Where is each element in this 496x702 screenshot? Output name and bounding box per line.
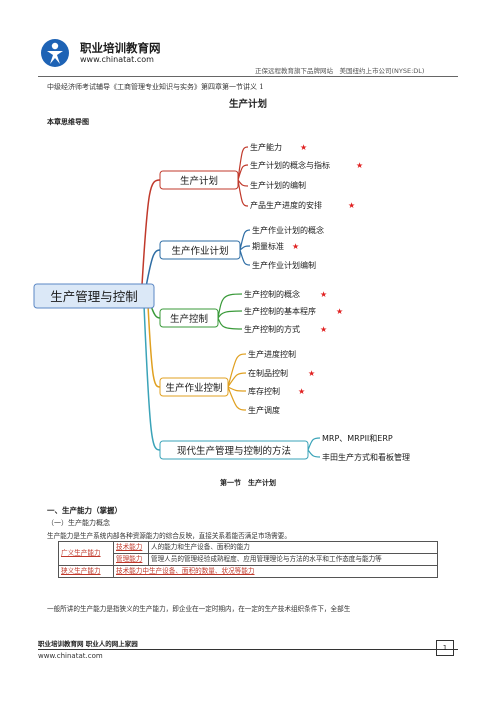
branch-label: 现代生产管理与控制的方法: [177, 445, 291, 457]
leaf-connectors-2: [239, 229, 251, 266]
leaf-label: 期量标准: [252, 241, 284, 251]
leaf-group-2: 生产作业计划的概念 期量标准 ★ 生产作业计划编制: [252, 225, 324, 270]
star-icon: ★: [292, 242, 299, 251]
leaf-group-3: 生产控制的概念 ★ 生产控制的基本程序 ★ 生产控制的方式 ★: [244, 289, 343, 334]
header-tagline: 正保远程教育旗下品牌网站 美国纽约上市公司(NYSE:DL): [255, 67, 425, 75]
leaf-label: 丰田生产方式和看板管理: [322, 452, 410, 462]
branch-connector: [145, 249, 161, 288]
branch-connector: [143, 304, 161, 451]
section-heading: 第一节 生产计划: [220, 479, 276, 487]
page-number: 1: [436, 640, 454, 656]
leaf-label: 库存控制: [248, 386, 280, 396]
star-icon: ★: [308, 369, 315, 378]
leaf-label: 生产控制的概念: [244, 289, 300, 299]
table-cell-mgmt-label: 管理能力: [113, 552, 149, 566]
leaf-group-4: 生产进度控制 在制品控制 ★ 库存控制 ★ 生产调度: [248, 349, 315, 415]
star-icon: ★: [300, 143, 307, 152]
table-row: 广义生产能力 技术能力 人的能力和生产设备、面积的能力: [58, 541, 438, 566]
doc-subtitle: 中级经济师考试辅导《工商管理专业知识与实务》第四章第一节讲义 1: [47, 83, 264, 91]
star-icon: ★: [336, 307, 343, 316]
table-row: 狭义生产能力 技术能力中生产设备、面积的数量、状况等能力: [58, 564, 438, 578]
leaf-connectors-5: [307, 437, 321, 458]
mindmap-heading: 本章思维导图: [47, 118, 89, 126]
branch-node-5: 现代生产管理与控制的方法: [159, 440, 309, 460]
star-icon: ★: [320, 290, 327, 299]
leaf-label: 生产作业计划的概念: [252, 225, 324, 235]
branch-connector: [147, 304, 161, 388]
capacity-table: 广义生产能力 技术能力 人的能力和生产设备、面积的能力 管理能力 管理人员的管理…: [58, 541, 438, 578]
leaf-label: 生产调度: [248, 405, 280, 415]
logo-icon: [41, 39, 69, 67]
site-url: www.chinatat.com: [80, 55, 154, 64]
star-icon: ★: [348, 201, 355, 210]
branch-label: 生产计划: [180, 175, 218, 187]
table-cell-narrow: 狭义生产能力: [58, 564, 114, 578]
header-divider: [38, 76, 458, 77]
leaf-label: 产品生产进度的安排: [250, 200, 322, 210]
footer-url: www.chinatat.com: [38, 652, 103, 660]
branch-node-2: 生产作业计划: [159, 240, 241, 260]
star-icon: ★: [356, 161, 363, 170]
heading-level-2: （一）生产能力概念: [47, 519, 110, 527]
footer-slogan: 职业培训教育网 职业人的网上家园: [38, 640, 138, 648]
table-cell-narrow-desc: 技术能力中生产设备、面积的数量、状况等能力: [113, 564, 438, 578]
leaf-label: 生产控制的基本程序: [244, 306, 316, 316]
root-node: 生产管理与控制: [33, 283, 155, 309]
branch-label: 生产控制: [170, 313, 208, 325]
mind-map: 生产管理与控制 生产计划 生产能力 ★ 生产计划的概念与指标 ★ 生产计划的编制…: [33, 142, 410, 462]
leaf-label: MRP、MRPII和ERP: [322, 434, 393, 443]
paragraph: 生产能力是生产系统内部各种资源能力的综合反映，直接关系着能否满足市场需要。: [47, 532, 291, 540]
paragraph: 一般所讲的生产能力是指狭义的生产能力，即企业在一定时期内，在一定的生产技术组织条…: [47, 605, 351, 613]
root-label: 生产管理与控制: [50, 289, 138, 304]
branch-label: 生产作业控制: [165, 382, 222, 394]
branch-node-3: 生产控制: [159, 308, 219, 328]
branch-node-4: 生产作业控制: [159, 377, 229, 397]
footer-divider: [38, 649, 458, 650]
table-cell-mgmt-desc: 管理人员的管理经验成熟程度、应用管理理论与方法的水平和工作态度与能力等: [148, 552, 438, 566]
leaf-group-1: 生产能力 ★ 生产计划的概念与指标 ★ 生产计划的编制 产品生产进度的安排 ★: [250, 142, 363, 210]
branch-connector: [141, 179, 161, 286]
branch-label: 生产作业计划: [171, 245, 228, 257]
leaf-label: 生产作业计划编制: [252, 260, 316, 270]
leaf-connectors-1: [237, 146, 249, 207]
leaf-connectors-4: [227, 353, 247, 411]
leaf-connectors-3: [217, 293, 243, 330]
branch-node-1: 生产计划: [159, 170, 239, 190]
table-cell-tech-label: 技术能力: [113, 541, 149, 554]
table-cell-broad: 广义生产能力: [58, 541, 114, 566]
site-name: 职业培训教育网: [80, 41, 161, 55]
leaf-label: 生产进度控制: [248, 349, 296, 359]
leaf-label: 生产能力: [250, 142, 282, 152]
leaf-label: 在制品控制: [248, 368, 288, 378]
leaf-label: 生产计划的编制: [250, 180, 306, 190]
heading-level-1: 一、生产能力（掌握）: [47, 506, 122, 515]
leaf-label: 生产控制的方式: [244, 324, 300, 334]
table-cell-tech-desc: 人的能力和生产设备、面积的能力: [148, 541, 438, 554]
page-title: 生产计划: [228, 99, 267, 110]
star-icon: ★: [298, 387, 305, 396]
table-row: 管理能力 管理人员的管理经验成熟程度、应用管理理论与方法的水平和工作态度与能力等: [59, 552, 438, 566]
leaf-label: 生产计划的概念与指标: [250, 160, 330, 170]
leaf-group-5: MRP、MRPII和ERP 丰田生产方式和看板管理: [322, 434, 410, 462]
star-icon: ★: [320, 325, 327, 334]
